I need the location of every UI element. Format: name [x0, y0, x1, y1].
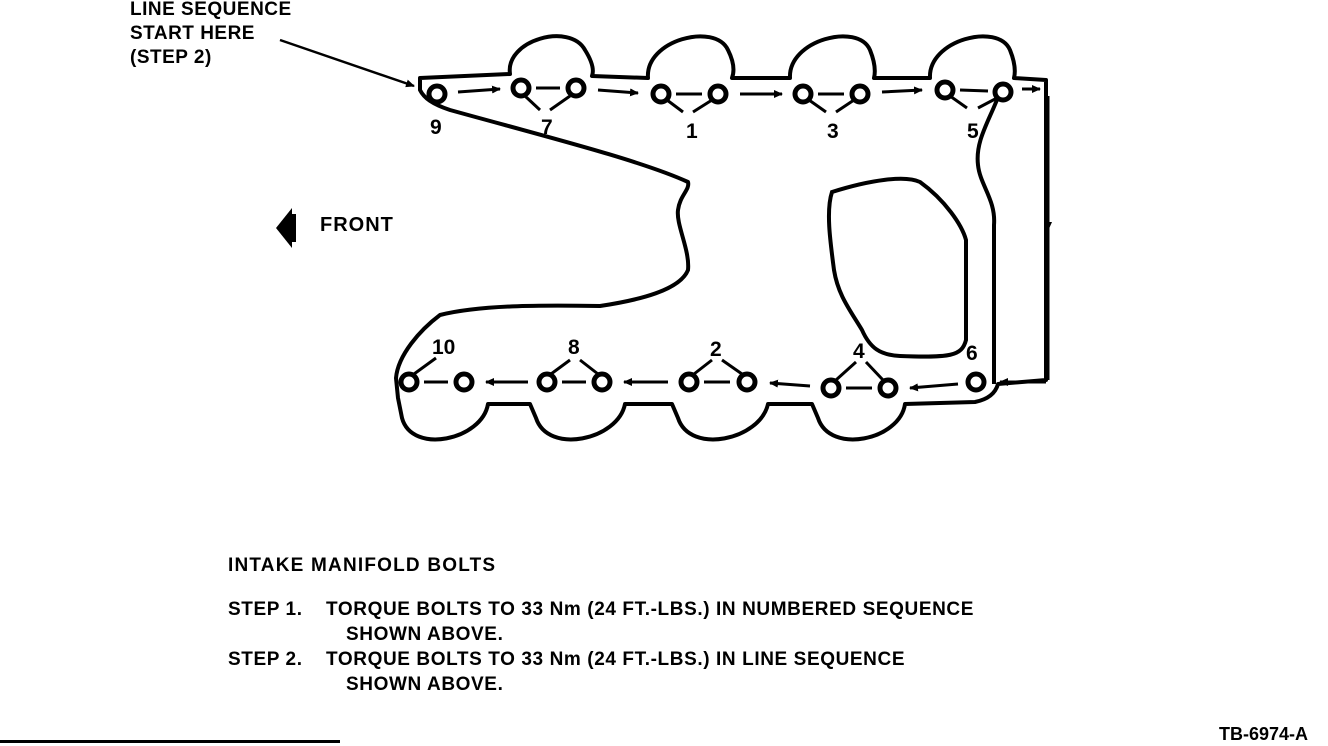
manifold-right-rail — [975, 91, 1002, 384]
bolt-number-7: 7 — [541, 116, 553, 139]
step-2-label: STEP 2. — [228, 649, 303, 670]
bolt-number-8: 8 — [568, 336, 580, 359]
number-leader-lines — [413, 94, 998, 382]
line-sequence-arrows — [424, 85, 1052, 392]
front-label: FRONT — [320, 214, 394, 236]
step-1-label: STEP 1. — [228, 599, 303, 620]
callout-line-2: START HERE — [130, 23, 255, 44]
bolt-number-1: 1 — [686, 120, 698, 143]
step-2-text: TORQUE BOLTS TO 33 Nm (24 FT.-LBS.) IN L… — [326, 649, 906, 670]
callout-line-3: (STEP 2) — [130, 47, 212, 68]
bolt-number-5: 5 — [967, 120, 979, 143]
bottom-rule — [0, 740, 340, 743]
step-1-text-cont: SHOWN ABOVE. — [346, 624, 504, 645]
torque-notes: INTAKE MANIFOLD BOLTS STEP 1. TORQUE BOL… — [228, 555, 1086, 697]
step-1-text: TORQUE BOLTS TO 33 Nm (24 FT.-LBS.) IN N… — [326, 599, 975, 620]
bolt-number-6: 6 — [966, 342, 978, 365]
figure-id: TB-6974-A — [1218, 724, 1308, 744]
manifold-outline — [394, 34, 1048, 442]
callout-leader-arrow — [279, 38, 415, 88]
step-1: STEP 1. TORQUE BOLTS TO 33 Nm (24 FT.-LB… — [228, 597, 1086, 647]
bolt-number-3: 3 — [827, 120, 839, 143]
top-bolt-row — [426, 77, 1014, 105]
bolt-number-2: 2 — [710, 338, 722, 361]
front-arrow-icon — [276, 208, 292, 248]
bottom-bolt-row — [398, 371, 987, 399]
notes-heading: INTAKE MANIFOLD BOLTS — [228, 555, 497, 576]
callout-line-1: LINE SEQUENCE — [130, 0, 292, 20]
bolt-number-4: 4 — [853, 340, 865, 363]
bolt-number-10: 10 — [432, 336, 455, 359]
bolt-number-labels: 9 7 1 3 5 10 8 2 4 6 — [430, 116, 979, 365]
manifold-inner-opening — [826, 176, 968, 359]
bolt-number-9: 9 — [430, 116, 442, 139]
step-2-text-cont: SHOWN ABOVE. — [346, 674, 504, 695]
step-2: STEP 2. TORQUE BOLTS TO 33 Nm (24 FT.-LB… — [228, 647, 1086, 697]
